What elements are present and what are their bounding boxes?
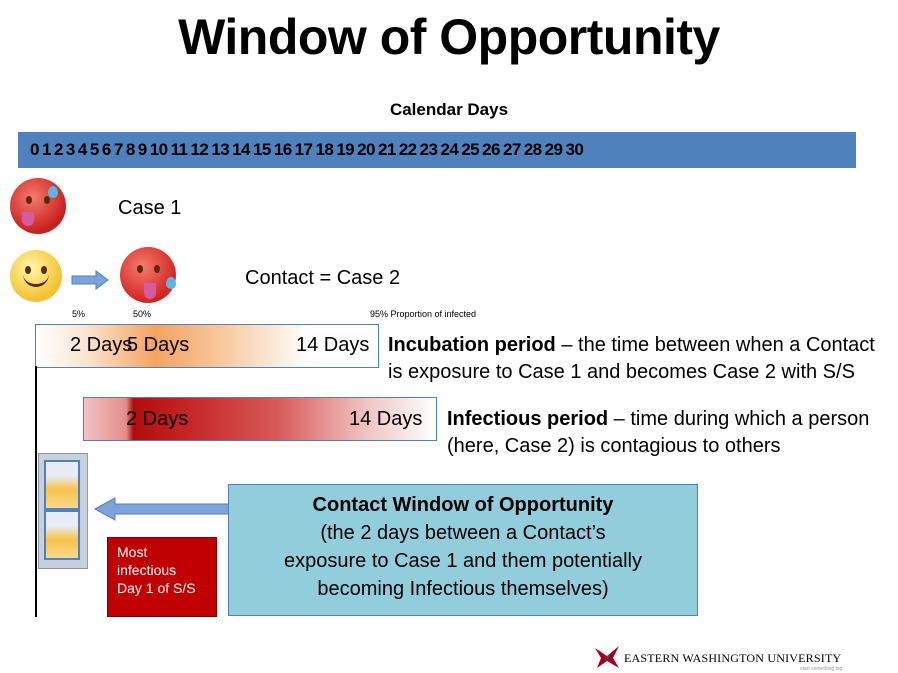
- infectious-term: Infectious period: [447, 408, 609, 430]
- most-infectious-line2: infectious: [117, 562, 177, 578]
- incubation-definition: – the time between when a Contact is exp…: [388, 334, 875, 383]
- case2-label: Contact = Case 2: [245, 267, 401, 289]
- left-arrow-icon: [93, 497, 230, 521]
- incubation-14-days: 14 Days: [296, 334, 370, 356]
- incubation-bar: [35, 324, 379, 368]
- incubation-description: Incubation period – the time between whe…: [388, 332, 893, 386]
- contact-window-line2: exposure to Case 1 and them potentially: [284, 550, 642, 572]
- contact-window-box: Contact Window of Opportunity (the 2 day…: [228, 484, 698, 616]
- university-tagline: start something big: [800, 666, 843, 672]
- incubation-5-days: 5 Days: [127, 334, 190, 356]
- contact-window-line1: (the 2 days between a Contact’s: [320, 522, 606, 544]
- timeline-line: [35, 366, 37, 617]
- incubation-2-days: 2 Days: [70, 334, 133, 356]
- mini-calendar-icon: [38, 453, 88, 569]
- sick-face-icon: [10, 178, 66, 234]
- calendar-day-bar: [18, 132, 856, 168]
- infectious-14-days: 14 Days: [349, 408, 423, 430]
- case1-label: Case 1: [118, 197, 182, 219]
- proportion-50: 50%: [133, 309, 152, 319]
- infectious-definition: – time during which a person (here, Case…: [447, 408, 870, 457]
- calendar-day-cell: [44, 510, 80, 560]
- calendar-label: Calendar Days: [389, 100, 509, 119]
- contact-window-title: Contact Window of Opportunity: [312, 494, 614, 516]
- calendar-day-numbers: 0 1 2 3 4 5 6 7 8 9 10 11 12 13 14 15 16…: [30, 140, 584, 159]
- incubation-term: Incubation period: [388, 334, 556, 356]
- proportion-95: 95% Proportion of infected: [370, 309, 477, 319]
- most-infectious-line3: Day 1 of S/S: [117, 580, 196, 596]
- infectious-bar: [83, 397, 437, 441]
- contact-window-line3: becoming Infectious themselves): [317, 578, 609, 600]
- infectious-description: Infectious period – time during which a …: [447, 406, 892, 460]
- right-arrow-icon: [71, 270, 109, 290]
- infectious-2-days: 2 Days: [126, 408, 189, 430]
- page-title: Window of Opportunity: [178, 9, 720, 65]
- sick-face-icon: [120, 247, 176, 303]
- proportion-5: 5%: [72, 309, 86, 319]
- smiley-face-icon: [10, 250, 62, 302]
- most-infectious-line1: Most: [117, 544, 148, 560]
- most-infectious-box: Most infectious Day 1 of S/S: [107, 537, 217, 617]
- calendar-day-cell: [44, 460, 80, 510]
- university-name: EASTERN WASHINGTON UNIVERSITY: [624, 651, 842, 665]
- eagle-logo-icon: [595, 646, 619, 668]
